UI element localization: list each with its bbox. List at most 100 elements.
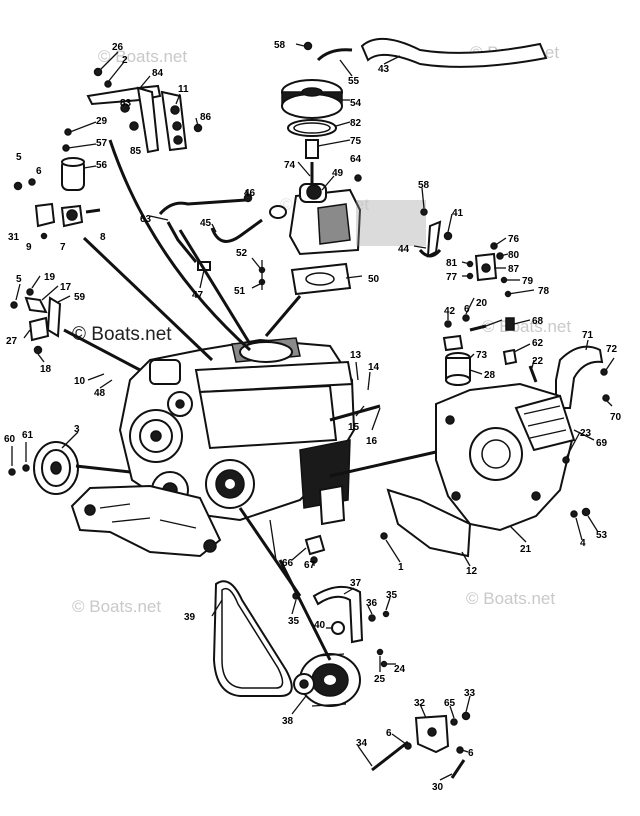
callout-number: 45 — [200, 218, 212, 229]
callout-number: 38 — [282, 716, 294, 727]
left-bracket-parts — [13, 178, 101, 240]
flywheel-shield — [380, 488, 472, 558]
callout-number: 80 — [508, 250, 520, 261]
callout-number: 29 — [96, 116, 108, 127]
callout-number: 67 — [304, 560, 316, 571]
callout-number: 33 — [464, 688, 476, 699]
callout-number: 48 — [94, 388, 106, 399]
front-mount-bracket — [70, 484, 222, 558]
callout-number: 24 — [394, 664, 406, 675]
watermark: © Boats.net — [72, 324, 172, 345]
callout-number: 84 — [152, 68, 164, 79]
callout-number: 16 — [366, 436, 378, 447]
callout-number: 9 — [26, 242, 32, 253]
callout-number: 82 — [350, 118, 362, 129]
callout-number: 34 — [356, 738, 368, 749]
callout-number: 41 — [452, 208, 464, 219]
fuel-lines — [158, 193, 266, 290]
callout-number: 35 — [288, 616, 300, 627]
callout-number: 11 — [178, 84, 189, 95]
watermark: © Boats.net — [98, 47, 187, 66]
callout-number: 13 — [350, 350, 362, 361]
alternator-bracket-parts — [292, 585, 390, 668]
callout-number: 32 — [414, 698, 426, 709]
connection-lines — [63, 139, 437, 661]
callout-number: 58 — [418, 180, 430, 191]
callout-number: 5 — [16, 152, 22, 163]
callout-number: 78 — [538, 286, 550, 297]
callout-number: 42 — [444, 306, 456, 317]
callout-number: 25 — [374, 674, 386, 685]
callout-number: 73 — [476, 350, 488, 361]
callout-number: 75 — [350, 136, 362, 147]
callout-number: 49 — [332, 168, 344, 179]
callout-number: 2 — [122, 55, 128, 66]
rear-mount — [371, 711, 471, 779]
callout-number: 70 — [610, 412, 622, 423]
callout-number: 64 — [350, 154, 362, 165]
callout-number: 50 — [368, 274, 380, 285]
callout-number: 12 — [466, 566, 478, 577]
callout-number: 55 — [348, 76, 360, 87]
callout-number: 10 — [74, 376, 86, 387]
callout-number: 22 — [532, 356, 544, 367]
crank-pulley — [8, 441, 79, 495]
left-lower-bracket-parts — [10, 288, 62, 355]
drain-fittings — [304, 534, 326, 564]
callout-labels: 26 2 84 11 83 29 86 85 57 56 5 6 31 9 7 … — [4, 40, 622, 793]
callout-number: 7 — [60, 242, 66, 253]
callout-number: 26 — [112, 42, 124, 53]
callout-number: 52 — [236, 248, 248, 259]
callout-number: 85 — [130, 146, 142, 157]
engine-block — [118, 337, 356, 561]
callout-number: 71 — [582, 330, 594, 341]
callout-number: 69 — [596, 438, 608, 449]
callout-number: 53 — [596, 530, 608, 541]
flywheel-housing — [435, 382, 591, 532]
carburetor — [269, 183, 426, 296]
callout-number: 47 — [192, 290, 204, 301]
callout-number: 15 — [348, 422, 360, 433]
callout-number: 1 — [398, 562, 404, 573]
callout-number: 46 — [244, 188, 256, 199]
callout-number: 60 — [4, 434, 16, 445]
callout-number: 27 — [6, 336, 18, 347]
callout-number: 20 — [476, 298, 488, 309]
callout-number: 59 — [74, 292, 86, 303]
callout-leaders — [11, 43, 615, 781]
callout-number: 36 — [366, 598, 378, 609]
callout-number: 58 — [274, 40, 286, 51]
callout-number: 6 — [464, 304, 470, 315]
callout-number: 6 — [386, 728, 392, 739]
callout-number: 68 — [532, 316, 544, 327]
watermark: © Boats.net — [482, 317, 571, 336]
callout-number: 63 — [140, 214, 152, 225]
watermark: © Boats.net — [466, 589, 555, 608]
callout-number: 76 — [508, 234, 520, 245]
callout-number: 37 — [350, 578, 362, 589]
callout-number: 79 — [522, 276, 534, 287]
callout-number: 66 — [282, 558, 294, 569]
callout-number: 61 — [22, 430, 34, 441]
callout-number: 83 — [120, 98, 132, 109]
callout-number: 86 — [200, 112, 212, 123]
pulley-stack — [281, 79, 362, 186]
callout-number: 81 — [446, 258, 458, 269]
callout-number: 6 — [36, 166, 42, 177]
callout-number: 21 — [520, 544, 532, 555]
callout-number: 87 — [508, 264, 520, 275]
callout-number: 40 — [314, 620, 326, 631]
thermostat-housing-parts — [442, 314, 610, 409]
callout-number: 19 — [44, 272, 56, 283]
v-belt — [212, 580, 293, 697]
watermark: © Boats.net — [72, 597, 161, 616]
callout-number: 56 — [96, 160, 108, 171]
callout-number: 74 — [284, 160, 296, 171]
callout-number: 51 — [234, 286, 246, 297]
callout-number: 57 — [96, 138, 108, 149]
callout-number: 30 — [432, 782, 444, 793]
callout-number: 44 — [398, 244, 410, 255]
callout-number: 17 — [60, 282, 72, 293]
callout-number: 72 — [606, 344, 618, 355]
